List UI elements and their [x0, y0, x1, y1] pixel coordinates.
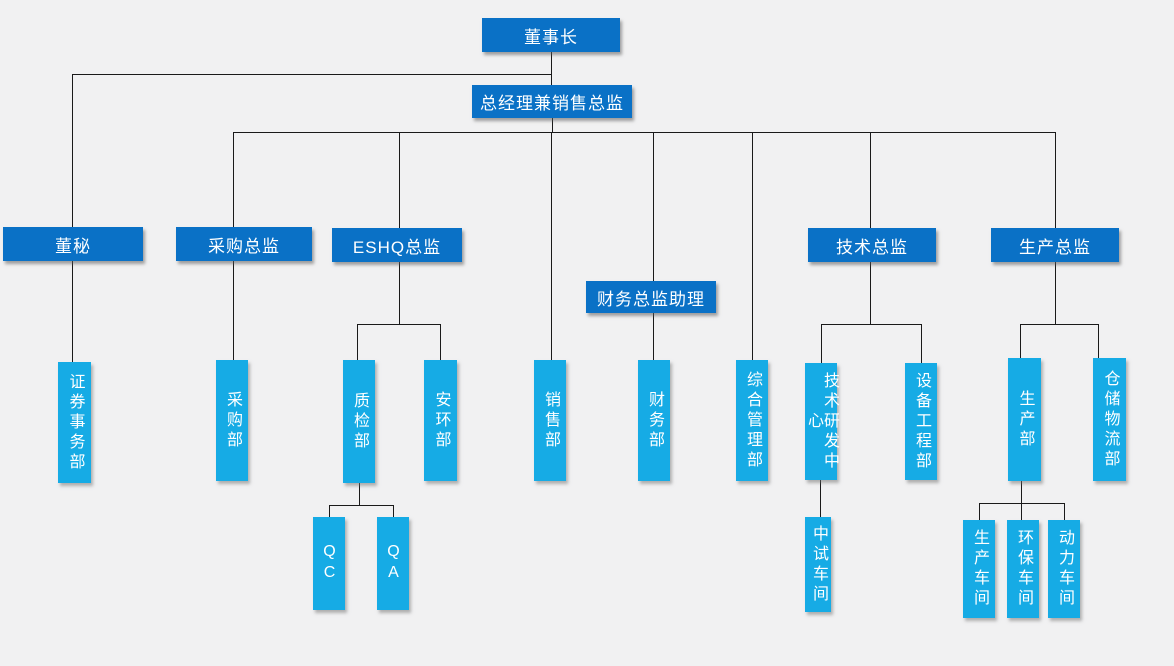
connector-line — [233, 261, 234, 360]
connector-line — [1055, 262, 1056, 324]
connector-line — [870, 132, 871, 228]
connector-line — [821, 324, 921, 325]
connector-line — [357, 324, 358, 360]
connector-line — [653, 313, 654, 360]
org-node-board-secretary: 董秘 — [3, 227, 143, 261]
connector-line — [1055, 132, 1056, 228]
connector-line — [329, 505, 393, 506]
connector-line — [1098, 324, 1099, 358]
org-node-warehouse-logistics-dept: 仓储物流部 — [1093, 358, 1126, 481]
connector-line — [399, 132, 400, 228]
connector-line — [393, 505, 394, 517]
org-node-general-manager: 总经理兼销售总监 — [472, 85, 632, 118]
connector-line — [979, 503, 1065, 504]
connector-line — [440, 324, 441, 360]
org-node-qc: QC — [313, 517, 345, 610]
connector-line — [72, 74, 73, 227]
org-node-production-dept: 生产部 — [1008, 358, 1041, 481]
connector-line — [820, 480, 821, 517]
org-node-power-workshop: 动力车间 — [1048, 520, 1080, 618]
connector-line — [233, 132, 1055, 133]
connector-line — [1021, 481, 1022, 503]
org-node-equipment-engineering-dept: 设备工程部 — [905, 363, 937, 480]
connector-line — [752, 132, 753, 360]
org-node-tech-director: 技术总监 — [808, 228, 936, 262]
connector-line — [551, 132, 552, 360]
connector-line — [1064, 503, 1065, 520]
org-node-eshq-director: ESHQ总监 — [332, 228, 462, 262]
connector-line — [870, 262, 871, 324]
org-node-pilot-workshop: 中试车间 — [805, 517, 831, 612]
connector-line — [233, 132, 234, 227]
connector-line — [821, 324, 822, 363]
org-node-sales-dept: 销售部 — [534, 360, 566, 481]
org-node-production-director: 生产总监 — [991, 228, 1119, 262]
org-node-qa: QA — [377, 517, 409, 610]
connector-line — [357, 324, 441, 325]
org-node-safety-environment-dept: 安环部 — [424, 360, 457, 481]
connector-line — [551, 52, 552, 85]
connector-line — [1020, 324, 1098, 325]
connector-line — [1021, 503, 1022, 520]
connector-line — [1020, 324, 1021, 358]
connector-line — [399, 262, 400, 324]
org-node-chairman: 董事长 — [482, 18, 620, 52]
org-node-procurement-dept: 采购部 — [216, 360, 248, 481]
connector-line — [653, 132, 654, 281]
connector-line — [329, 505, 330, 517]
org-node-securities-affairs-dept: 证券事务部 — [58, 362, 91, 483]
connector-line — [72, 261, 73, 362]
org-node-finance-director-assistant: 财务总监助理 — [586, 281, 716, 313]
org-node-quality-inspection-dept: 质检部 — [343, 360, 375, 483]
connector-line — [72, 74, 552, 75]
org-node-general-admin-dept: 综合管理部 — [736, 360, 768, 481]
connector-line — [979, 503, 980, 520]
org-node-finance-dept: 财务部 — [638, 360, 670, 481]
org-node-tech-rd-center: 技术研发中心 — [805, 363, 838, 480]
org-node-procurement-director: 采购总监 — [176, 227, 312, 261]
connector-line — [552, 118, 553, 132]
org-node-production-workshop: 生产车间 — [963, 520, 995, 618]
connector-line — [359, 483, 360, 505]
connector-line — [921, 324, 922, 363]
org-node-environment-workshop: 环保车间 — [1007, 520, 1039, 618]
